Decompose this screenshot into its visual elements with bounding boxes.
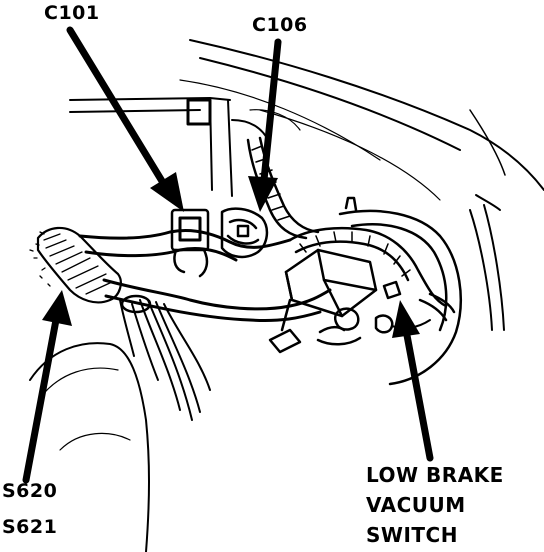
- main-harness: [78, 228, 332, 322]
- booster-harness: [288, 226, 448, 308]
- arrow-c101: [66, 26, 184, 212]
- callout-arrows: [22, 26, 434, 484]
- low-brake-vacuum-switch-line-2: VACUUM: [366, 493, 466, 517]
- master-cylinder: [268, 248, 378, 354]
- s620-label: S620: [2, 480, 58, 502]
- arrow-c106: [248, 38, 282, 212]
- splice-bundle: [29, 226, 122, 304]
- vacuum-switch: [316, 280, 456, 346]
- c106-connector: [220, 207, 269, 259]
- right-inner-fender: [469, 194, 505, 331]
- brake-booster: [338, 196, 462, 386]
- c101-connector: [170, 208, 210, 278]
- low-brake-vacuum-switch-line-3: SWITCH: [366, 523, 458, 547]
- c106-label: C106: [252, 14, 308, 36]
- arrow-vacuum-switch: [392, 300, 434, 462]
- c101-label: C101: [44, 2, 100, 24]
- low-brake-vacuum-switch-line-1: LOW BRAKE: [366, 463, 504, 487]
- s621-label: S621: [2, 516, 58, 538]
- loose-wires: [119, 294, 211, 421]
- arrow-s620: [22, 290, 72, 484]
- low-brake-vacuum-switch-label: LOW BRAKE VACUUM SWITCH: [366, 460, 504, 550]
